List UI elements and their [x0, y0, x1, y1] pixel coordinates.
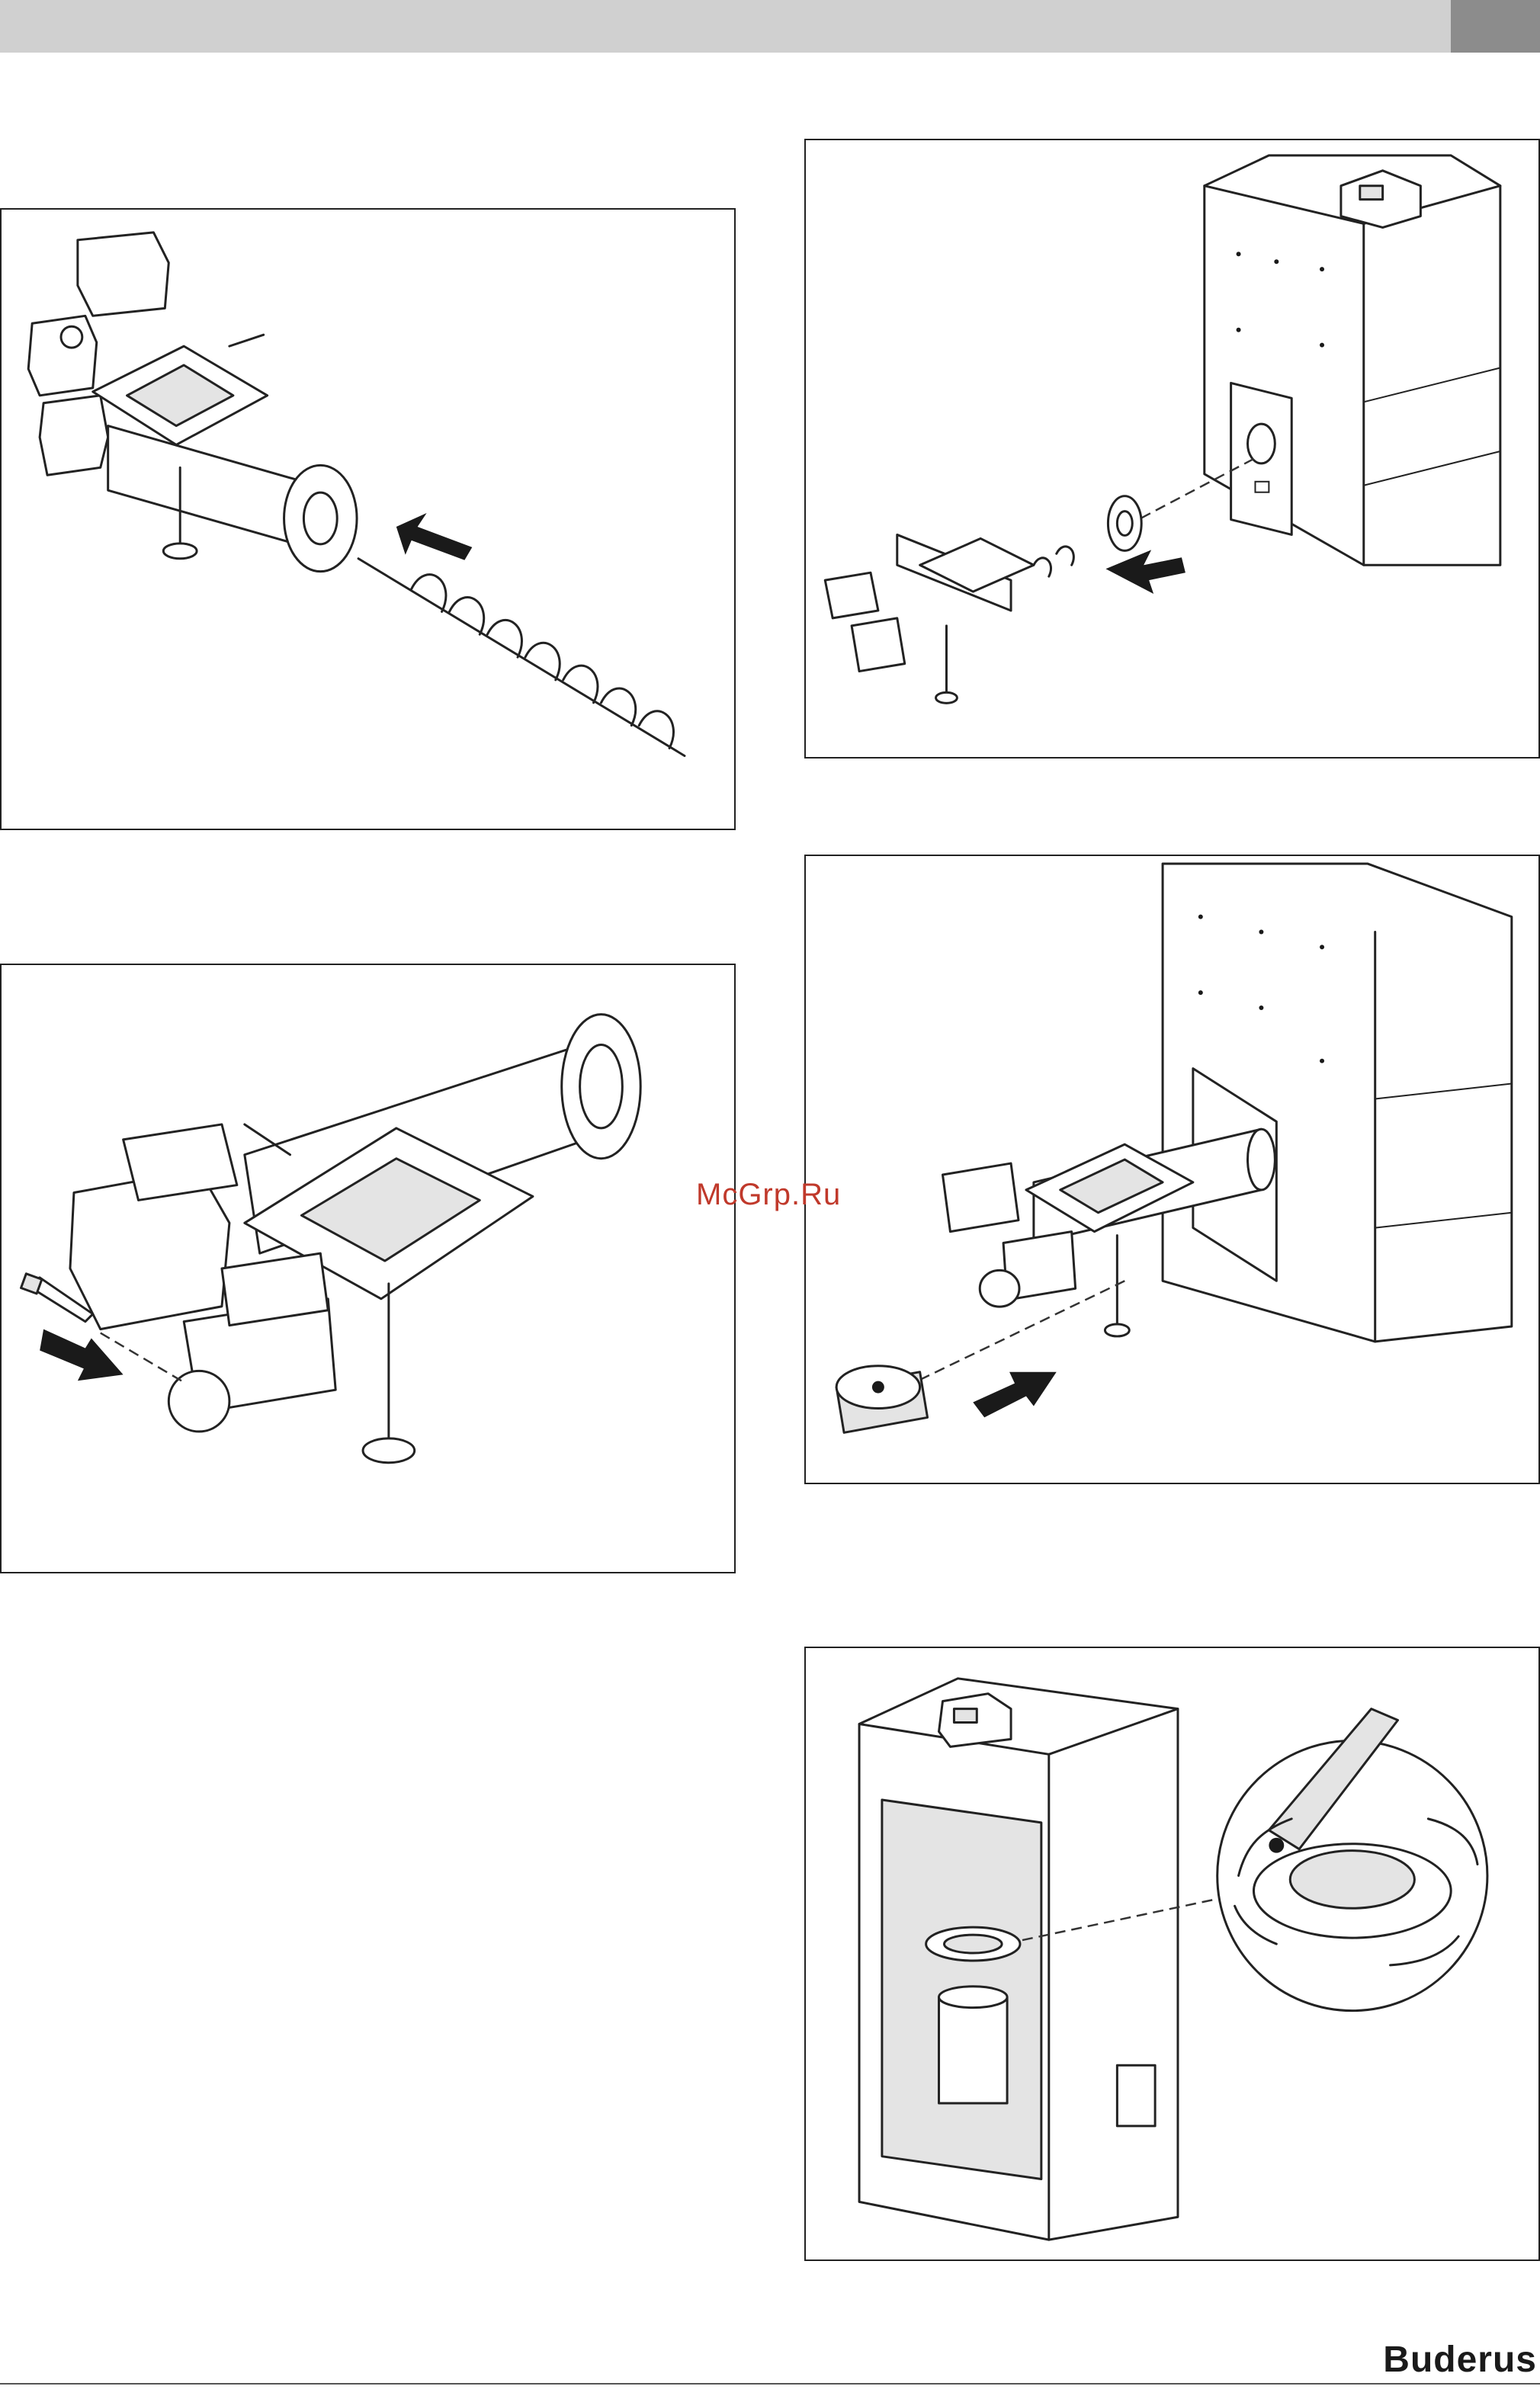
bolt-removal-illustration — [2, 965, 734, 1572]
watermark-text: McGrp.Ru — [696, 1178, 841, 1212]
header-bar — [0, 0, 1451, 53]
sealant-application-illustration — [806, 1648, 1538, 2259]
figure-bolt-removal — [0, 964, 736, 1573]
figure-auger-insertion — [0, 208, 736, 830]
auger-insertion-illustration — [2, 210, 734, 829]
header-tab — [1451, 0, 1540, 53]
feeder-to-boiler-mounting-illustration — [806, 140, 1538, 757]
figure-sealant-application — [804, 1647, 1540, 2261]
figure-fan-mounting — [804, 855, 1540, 1484]
brand-logo: Buderus — [1383, 2339, 1537, 2381]
fan-mounting-illustration — [806, 856, 1538, 1483]
footer-divider — [0, 2383, 1540, 2385]
figure-feeder-boiler-mounting — [804, 139, 1540, 759]
